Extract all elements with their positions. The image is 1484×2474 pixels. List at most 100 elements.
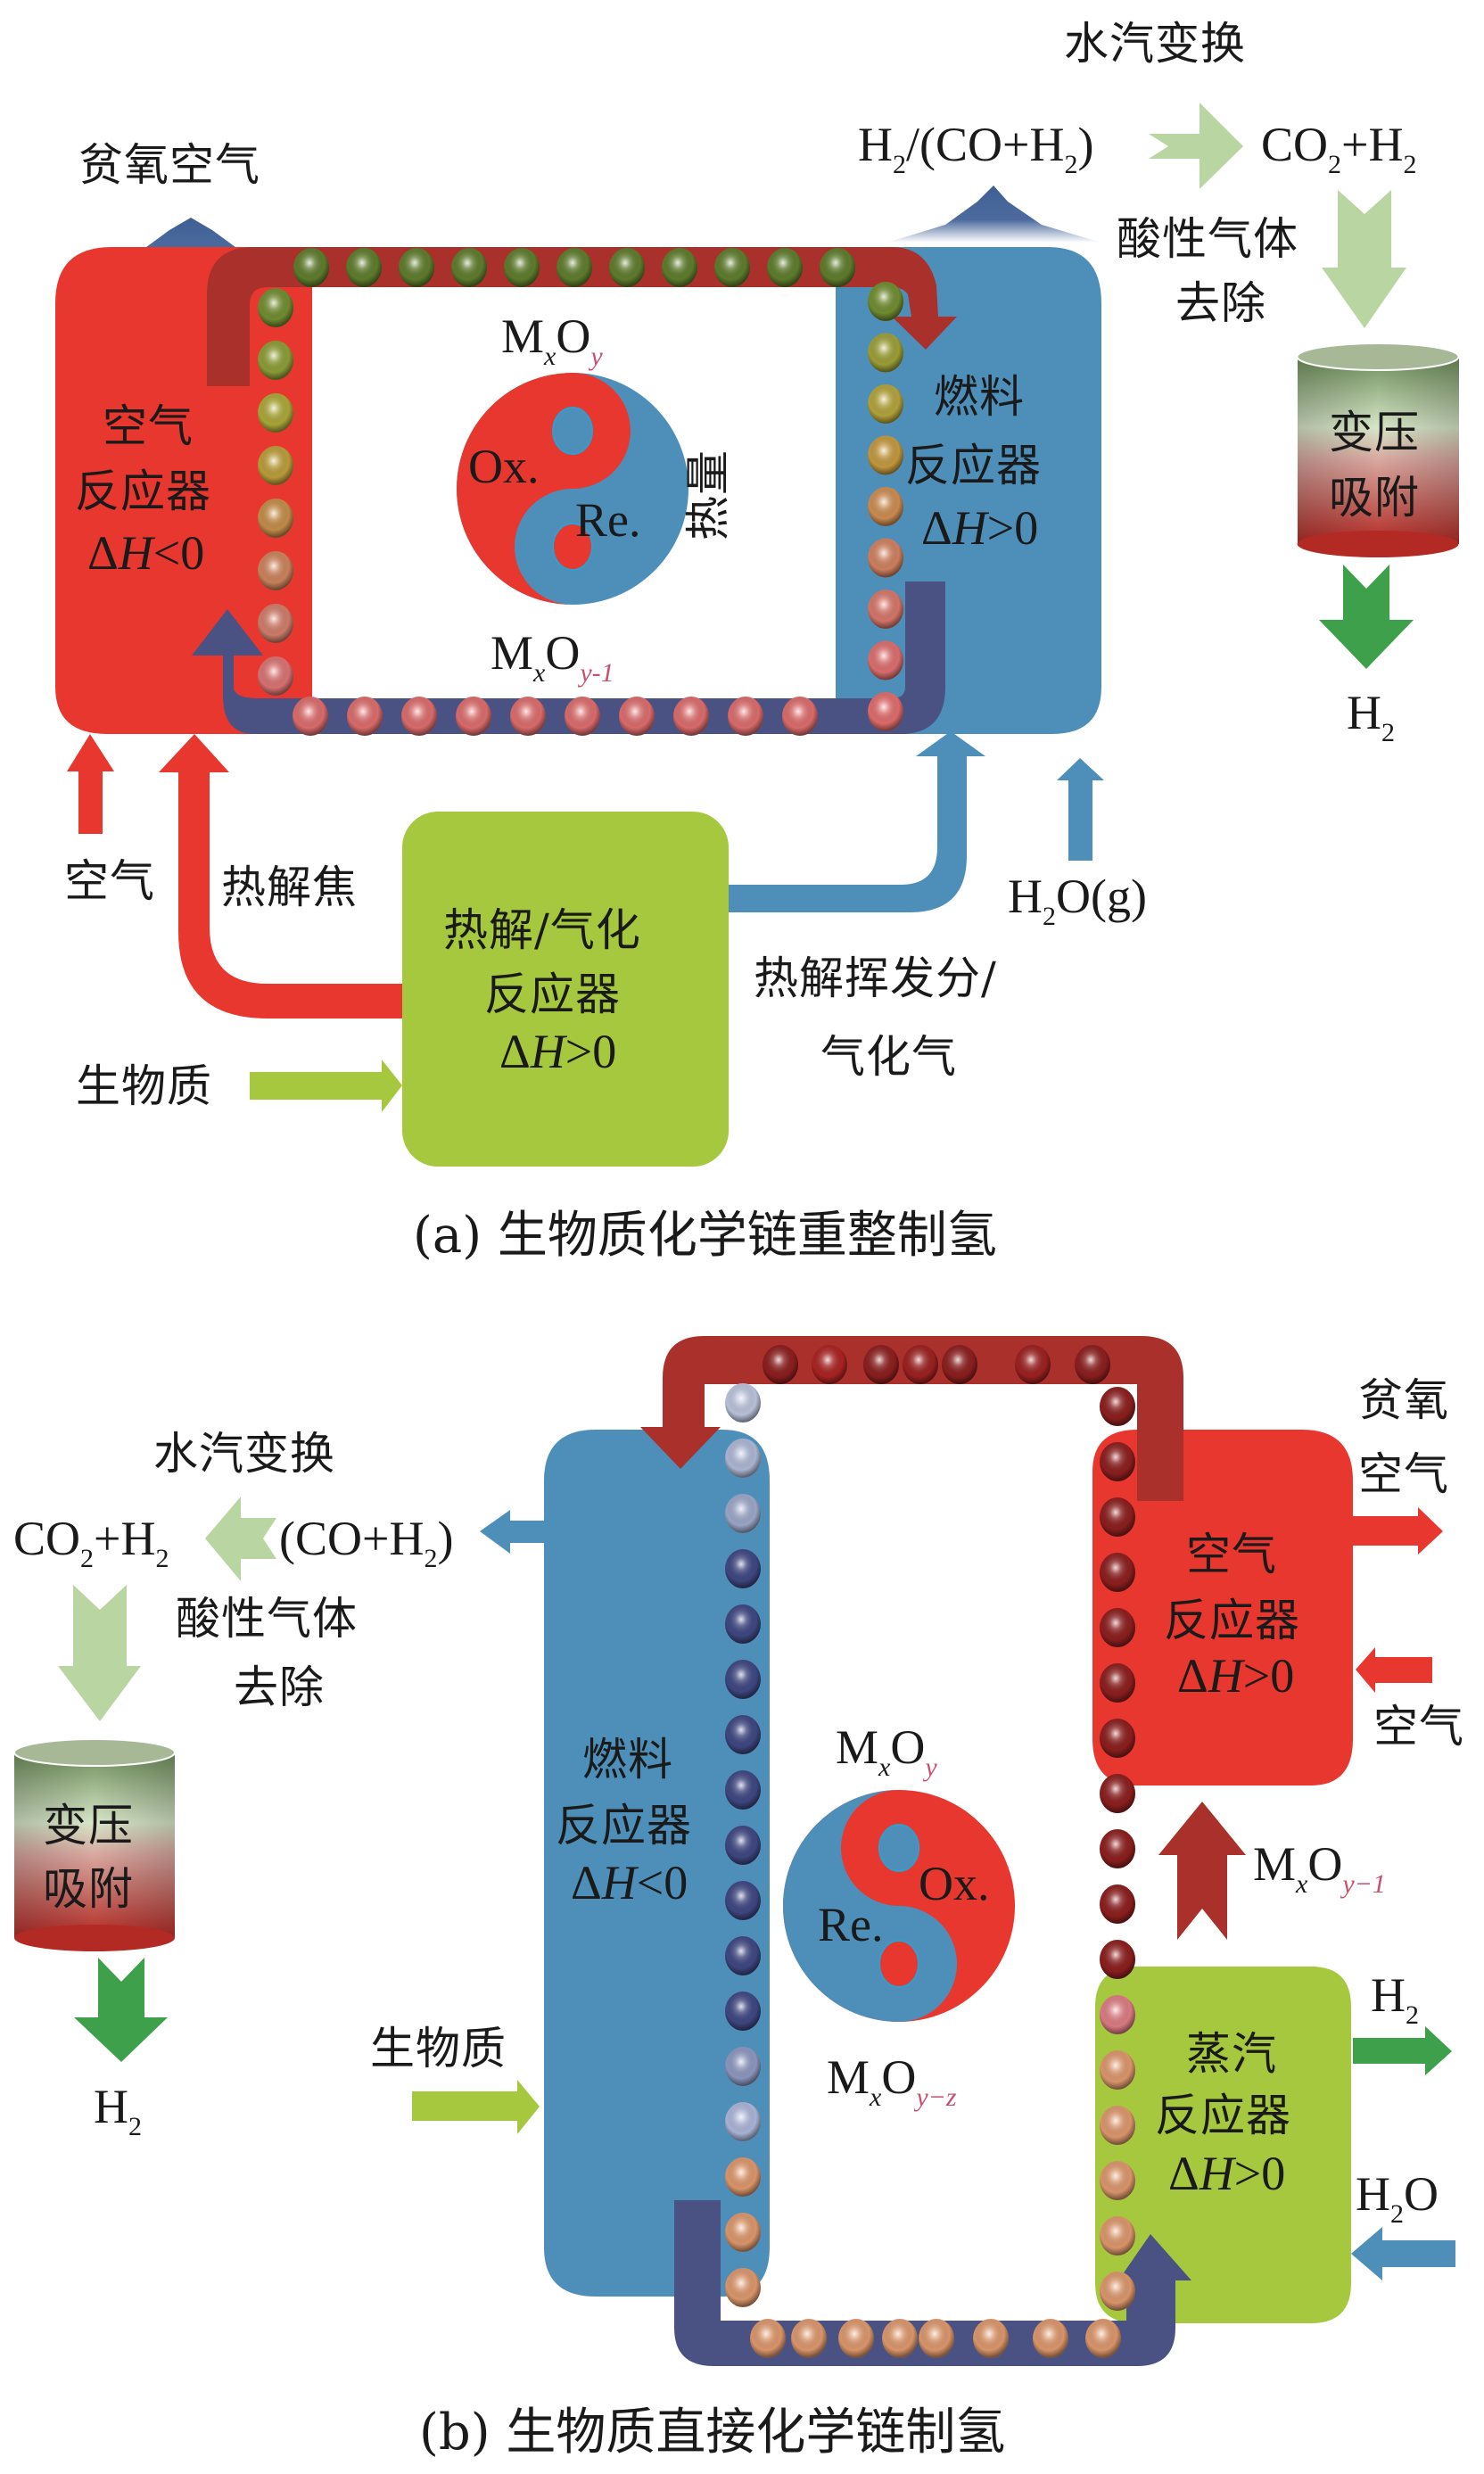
particle-bottom-b: [1033, 2319, 1068, 2358]
fuel-reactor-b-label-line2: 反应器: [556, 1800, 692, 1851]
depleted-air-label-b-line2: 空气: [1358, 1448, 1449, 1500]
particle-top-b: [863, 1345, 899, 1384]
h2-product-label-a: H2: [1347, 686, 1395, 747]
particle-left-b: [725, 2047, 761, 2086]
air-inlet-arrow: [67, 734, 114, 834]
particle-bottom-a: [728, 697, 763, 736]
heat-label: 热量: [682, 449, 734, 540]
particle-top-b: [942, 1345, 977, 1384]
particle-right-a: [868, 590, 903, 629]
particle-right-b: [1100, 2106, 1135, 2145]
air-inlet-label-b: 空气: [1373, 1701, 1464, 1752]
h2-product-label-b-left: H2: [94, 2080, 142, 2141]
syngas-label-a: H2/(CO+H2): [858, 118, 1094, 179]
psa-label-a-line1: 变压: [1329, 407, 1420, 458]
steam-reactor-label-line2: 反应器: [1155, 2090, 1291, 2141]
char-label: 热解焦: [221, 862, 358, 913]
figure-a: [55, 103, 1460, 1167]
water-shift-arrow-a: [1149, 103, 1243, 189]
air-reactor-label-line1: 空气: [103, 400, 194, 452]
water-shift-label-a: 水汽变换: [1064, 18, 1246, 70]
particle-left-b: [725, 2157, 761, 2197]
particle-bottom-a: [565, 697, 600, 736]
acid-gas-label-a-line1: 酸性气体: [1117, 213, 1298, 265]
particle-left-a: [258, 288, 293, 327]
particle-left-b: [725, 1881, 761, 1920]
figure-b: [13, 1336, 1455, 2366]
particle-left-b: [725, 2102, 761, 2141]
depleted-air-label-b-line1: 贫氧: [1358, 1374, 1449, 1426]
particle-top-b: [1075, 1345, 1110, 1384]
particle-top-a: [293, 248, 329, 287]
particle-right-b: [1100, 1387, 1135, 1426]
particle-left-a: [258, 551, 293, 590]
particle-bottom-b: [882, 2319, 918, 2358]
acid-gas-label-a-line2: 去除: [1175, 277, 1266, 329]
air-inlet-arrow-b: [1356, 1647, 1432, 1693]
particle-right-a: [868, 538, 903, 578]
particle-right-b: [1100, 1663, 1135, 1703]
steam-reactor-label-line1: 蒸汽: [1186, 2028, 1277, 2080]
particle-bottom-b: [919, 2319, 954, 2358]
oxygen-carrier-particles-b: [725, 1345, 1135, 2358]
reduction-label-a: Re.: [575, 493, 641, 547]
particle-right-b: [1100, 2272, 1135, 2311]
particle-left-b: [725, 1992, 761, 2031]
oxidized-carrier-conveyor: [207, 247, 957, 386]
particle-top-a: [504, 248, 540, 287]
caption-a: (a) 生物质化学链重整制氢: [413, 1207, 997, 1265]
particle-left-b: [725, 1936, 761, 1975]
particle-left-a: [258, 446, 293, 485]
particle-bottom-b: [750, 2319, 786, 2358]
particle-right-b: [1100, 1940, 1135, 1979]
particle-bottom-a: [782, 697, 818, 736]
particle-left-a: [258, 341, 293, 380]
h2-outlet-arrow-b-right: [1353, 2026, 1452, 2075]
air-reactor-box-b: [1092, 1430, 1353, 1785]
particle-top-b: [812, 1345, 847, 1384]
fuel-reactor-b-enthalpy: ΔH<0: [571, 1856, 688, 1909]
caption-b: (b) 生物质直接化学链制氢: [419, 2404, 1006, 2462]
pyrolysis-reactor-enthalpy: ΔH>0: [499, 1025, 617, 1078]
acid-gas-label-b-line2: 去除: [234, 1662, 325, 1713]
particle-right-a: [868, 640, 903, 680]
biomass-inlet-arrow-a: [250, 1060, 402, 1112]
particle-left-b: [725, 1826, 761, 1865]
fuel-reactor-label-line2: 反应器: [905, 440, 1042, 491]
yin-yang-symbol: [457, 373, 688, 605]
particle-left-a: [258, 656, 293, 696]
depleted-air-outlet-arrow-b: [1353, 1507, 1443, 1554]
particle-bottom-b: [1085, 2319, 1121, 2358]
steam-inlet-arrow: [1057, 758, 1104, 861]
air-reactor-enthalpy: ΔH<0: [87, 526, 205, 580]
particle-left-b: [725, 1770, 761, 1810]
particle-top-a: [556, 248, 592, 287]
particle-right-a: [868, 487, 903, 526]
air-reactor-b-label-line1: 空气: [1186, 1529, 1277, 1580]
particle-left-a: [258, 499, 293, 538]
biomass-inlet-arrow-b: [412, 2080, 540, 2134]
particle-right-b: [1100, 1884, 1135, 1924]
particle-right-b: [1100, 1774, 1135, 1813]
particle-right-a: [868, 692, 903, 731]
psa-cylinder-a: [1296, 342, 1460, 557]
carrier-transfer-arrow-b: [1158, 1802, 1246, 1940]
particle-left-b: [725, 1660, 761, 1699]
fuel-exhaust-arrow: [886, 186, 1101, 243]
air-reactor-label-line2: 反应器: [75, 466, 211, 517]
volatiles-arrow: [728, 731, 985, 912]
particle-right-b: [1100, 2216, 1135, 2255]
yin-yang-symbol-b: [783, 1790, 1015, 2022]
oxide-label-top-a: MxOy: [501, 309, 603, 371]
particle-right-a: [868, 282, 903, 321]
particle-bottom-b: [973, 2319, 1009, 2358]
particle-top-a: [399, 248, 434, 287]
oxide-label-mid-b: MxOy−1: [1253, 1837, 1386, 1899]
particle-right-b: [1100, 1829, 1135, 1868]
water-shift-label-b: 水汽变换: [153, 1428, 335, 1480]
psa-cylinder-b: [13, 1738, 176, 1951]
volatiles-label-line2: 气化气: [820, 1031, 957, 1083]
particle-top-a: [820, 248, 855, 287]
